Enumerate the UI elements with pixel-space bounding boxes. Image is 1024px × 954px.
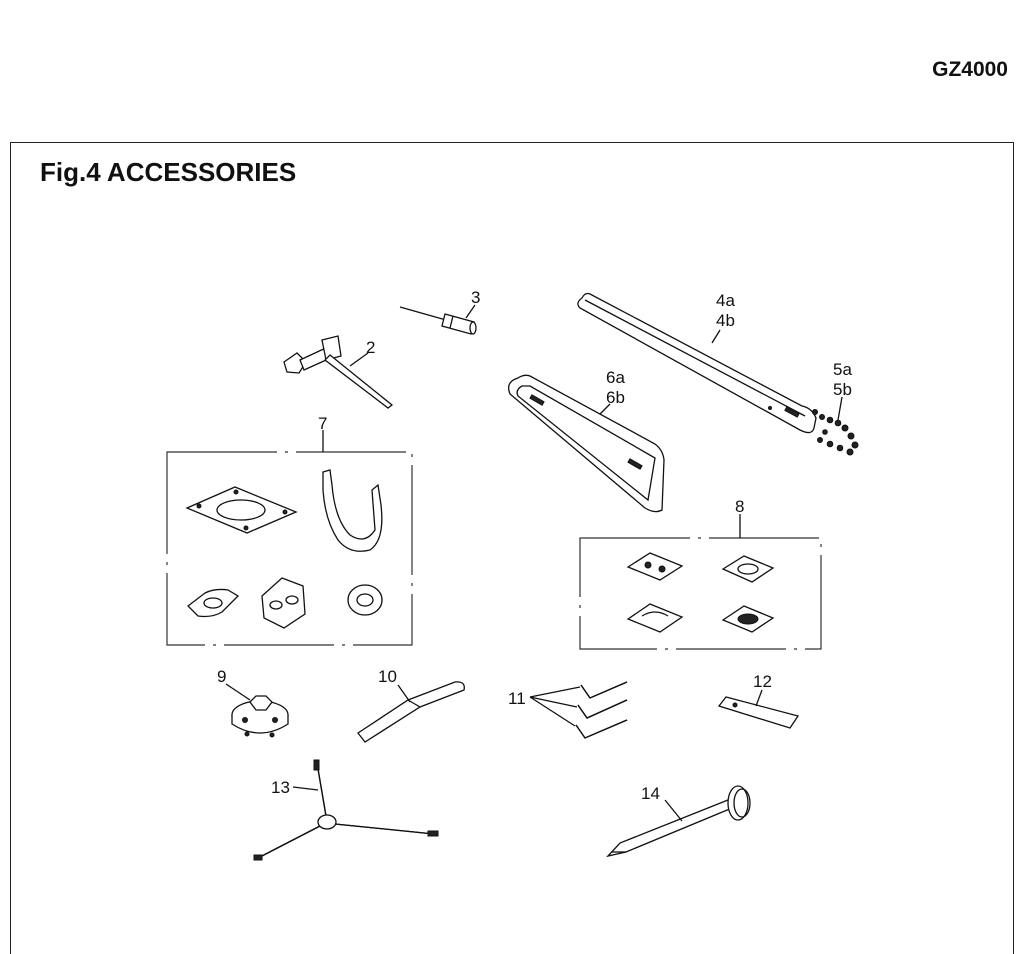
figure-frame [10, 142, 1014, 954]
leader-6 [599, 403, 611, 415]
callout-5a: 5a [833, 360, 852, 379]
callout-11: 11 [508, 689, 526, 708]
diaphragm-kit-icon [579, 537, 822, 650]
callout-2: 2 [366, 338, 375, 357]
callout-7: 7 [318, 414, 327, 433]
model-number: GZ4000 [932, 58, 1008, 81]
saw-chain-icon [812, 409, 859, 456]
clutch-tool-icon [231, 695, 289, 738]
callout-4b: 4b [716, 311, 735, 330]
leader-13 [292, 786, 319, 791]
leader-2 [349, 352, 369, 367]
callout-13: 13 [271, 778, 290, 797]
callout-12: 12 [753, 672, 772, 691]
bar-cover-icon [507, 374, 665, 513]
callout-4a: 4a [716, 291, 735, 310]
leader-12 [755, 689, 763, 707]
leader-3 [465, 304, 476, 319]
y-wrench-icon [253, 759, 439, 861]
callout-5b: 5b [833, 380, 852, 399]
pin-set-icon [575, 681, 628, 739]
plug-wrench-icon [283, 335, 394, 409]
lever-tool-icon [357, 681, 465, 743]
gauge-plate-icon [717, 696, 800, 729]
callout-10: 10 [378, 667, 397, 686]
leader-4 [711, 329, 721, 344]
leader-9 [225, 683, 251, 701]
gasket-set-icon [166, 451, 413, 646]
leader-11 [529, 686, 581, 727]
guide-bar-icon [577, 292, 817, 434]
callout-3: 3 [471, 288, 480, 307]
callout-6a: 6a [606, 368, 625, 387]
leader-5 [837, 396, 843, 421]
leader-10 [397, 684, 411, 703]
screwdriver-icon [399, 306, 477, 335]
callout-8: 8 [735, 497, 744, 516]
callout-6b: 6b [606, 388, 625, 407]
figure-title: Fig.4 ACCESSORIES [40, 157, 297, 187]
piston-stop-icon [606, 785, 751, 858]
callout-14: 14 [641, 784, 660, 803]
callout-9: 9 [217, 667, 226, 686]
leader-14 [664, 799, 683, 822]
